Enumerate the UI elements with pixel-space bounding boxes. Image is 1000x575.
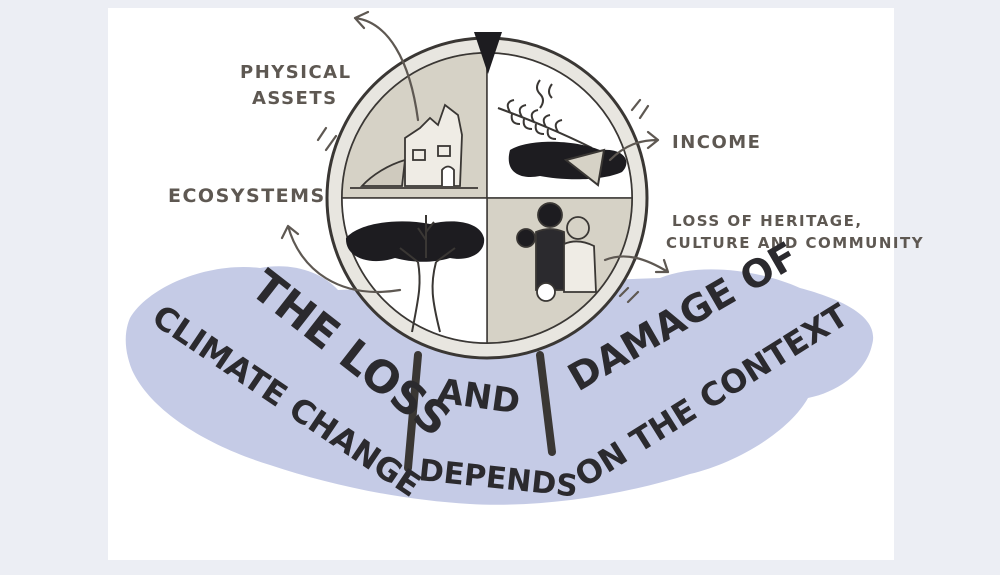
arrow-heritage [603, 255, 670, 274]
label-heritage-line1: LOSS OF HERITAGE, [672, 212, 863, 230]
banner-blob [125, 266, 874, 505]
easel-leg-right [536, 351, 556, 456]
label-heritage-line2: CULTURE AND COMMUNITY [666, 234, 924, 252]
label-physical-assets-line2: ASSETS [252, 88, 338, 109]
arrow-income [608, 130, 660, 162]
tree-icon [399, 215, 456, 333]
wheel-pointer-icon [474, 32, 502, 74]
tree-canopy [345, 221, 485, 262]
connector-arrows [280, 10, 670, 304]
easel-leg-left [404, 351, 422, 472]
label-income: INCOME [672, 132, 761, 153]
seed-sack-icon [563, 148, 606, 187]
arrow-ecosystems [280, 224, 402, 293]
label-physical-assets-line1: PHYSICAL [240, 62, 352, 83]
community-people-icon [516, 202, 597, 302]
label-ecosystems: ECOSYSTEMS [168, 185, 326, 207]
crop-branch-icon [497, 79, 593, 149]
arrow-physical-assets [353, 10, 420, 122]
ruined-building-icon [350, 103, 478, 189]
